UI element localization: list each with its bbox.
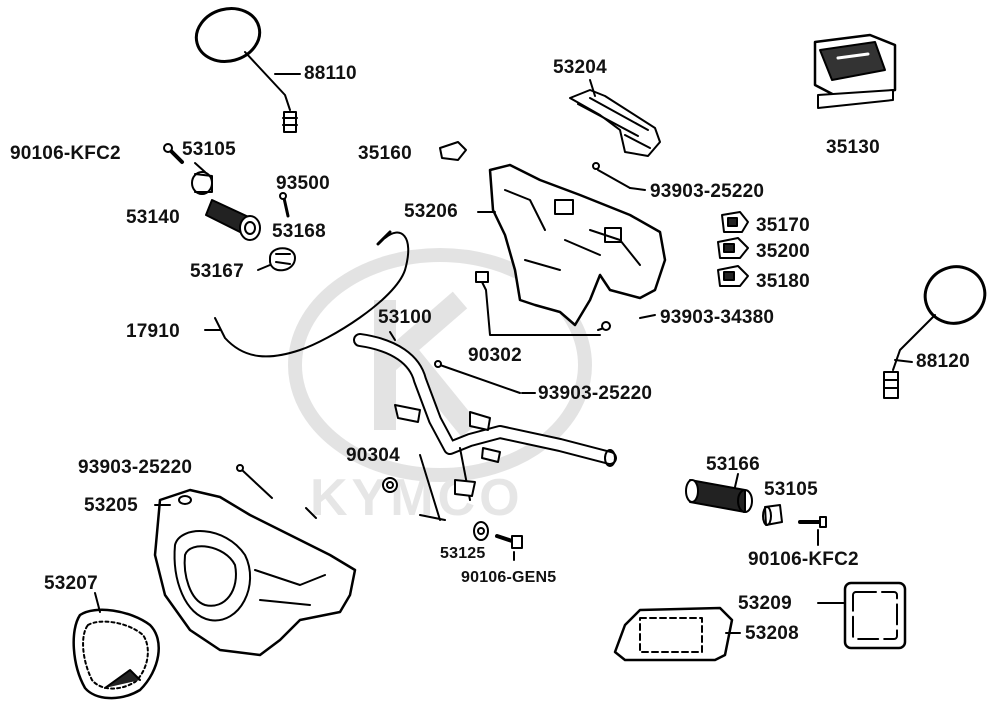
label-93500: 93500 xyxy=(276,173,330,194)
screw-93903-25220-b-part xyxy=(434,360,521,394)
leader-53204 xyxy=(589,79,596,97)
screw-93500-part xyxy=(279,192,290,218)
label-53125: 53125 xyxy=(440,545,486,562)
label-53166: 53166 xyxy=(706,454,760,475)
grip-53166-part xyxy=(685,479,753,513)
label-88110: 88110 xyxy=(304,63,357,84)
label-53100: 53100 xyxy=(378,307,432,328)
clip-35160-part xyxy=(439,141,467,161)
plate-53208-part xyxy=(613,606,734,662)
leader-93903-25220-a xyxy=(629,187,646,191)
label-35180: 35180 xyxy=(756,271,810,292)
nut-90304-part xyxy=(382,477,398,493)
switch-35170-part xyxy=(721,211,749,233)
leader-53100 xyxy=(389,331,396,341)
throttle-53167-part xyxy=(269,247,296,272)
label-53105-top: 53105 xyxy=(182,139,236,160)
label-53140: 53140 xyxy=(126,207,180,228)
leader-88120 xyxy=(894,359,913,363)
screw-90106-kfc2-bottom-part xyxy=(798,516,827,528)
label-35170: 35170 xyxy=(756,215,810,236)
label-90302: 90302 xyxy=(468,345,522,366)
label-35160: 35160 xyxy=(358,143,412,164)
leader-53105-top xyxy=(194,162,206,173)
switch-35130-part xyxy=(813,33,897,109)
mirror-right-part xyxy=(883,265,987,399)
label-93903-25220-a: 93903-25220 xyxy=(650,181,765,202)
leader-53166 xyxy=(734,473,739,488)
label-90106-gen5: 90106-GEN5 xyxy=(461,569,557,586)
label-53208: 53208 xyxy=(745,623,799,644)
kymco-watermark: KYMCO xyxy=(288,248,592,527)
cable-17910-part xyxy=(214,230,410,358)
handlebar-53100-part xyxy=(353,333,617,521)
cover-53206-part xyxy=(488,163,667,327)
label-53105-bottom: 53105 xyxy=(764,479,818,500)
label-53204: 53204 xyxy=(553,57,607,78)
screw-90106-kfc2-top-part xyxy=(163,143,184,164)
label-93903-25220-b: 93903-25220 xyxy=(538,383,653,404)
label-53209: 53209 xyxy=(738,593,792,614)
label-35130: 35130 xyxy=(826,137,880,158)
screw-93903-25220-c-part xyxy=(236,464,317,519)
bolt-90302-part xyxy=(475,271,611,336)
label-53206: 53206 xyxy=(404,201,458,222)
label-90304: 90304 xyxy=(346,445,400,466)
bar-end-53105-top-part xyxy=(191,171,213,195)
screw-93903-25220-a-part xyxy=(592,162,631,189)
leader-53167 xyxy=(257,264,271,271)
label-53168: 53168 xyxy=(272,221,326,242)
label-17910: 17910 xyxy=(126,321,180,342)
plate-53209-part xyxy=(843,581,907,650)
label-90106-kfc2-top: 90106-KFC2 xyxy=(10,143,121,164)
grip-53140-part xyxy=(205,199,261,241)
label-93903-34380: 93903-34380 xyxy=(660,307,775,328)
leader-93903-34380 xyxy=(639,314,656,319)
cover-53205-part xyxy=(153,488,357,657)
label-90106-kfc2-bottom: 90106-KFC2 xyxy=(748,549,859,570)
lens-53207-part xyxy=(72,608,160,700)
label-35200: 35200 xyxy=(756,241,810,262)
label-93903-25220-c: 93903-25220 xyxy=(78,457,193,478)
cover-53204-part xyxy=(569,89,661,157)
kymco-watermark-text: KYMCO xyxy=(310,469,524,527)
bar-end-53105-bottom-part xyxy=(762,504,783,526)
leader-53207 xyxy=(94,592,101,613)
washer-53125-part xyxy=(473,521,489,541)
label-53207: 53207 xyxy=(44,573,98,594)
label-53205: 53205 xyxy=(84,495,138,516)
label-53167: 53167 xyxy=(190,261,244,282)
label-88120: 88120 xyxy=(916,351,970,372)
switch-35180-part xyxy=(717,265,749,287)
mirror-left-part xyxy=(194,7,298,133)
switch-35200-part xyxy=(717,237,749,259)
bolt-90106-gen5-part xyxy=(495,534,523,549)
